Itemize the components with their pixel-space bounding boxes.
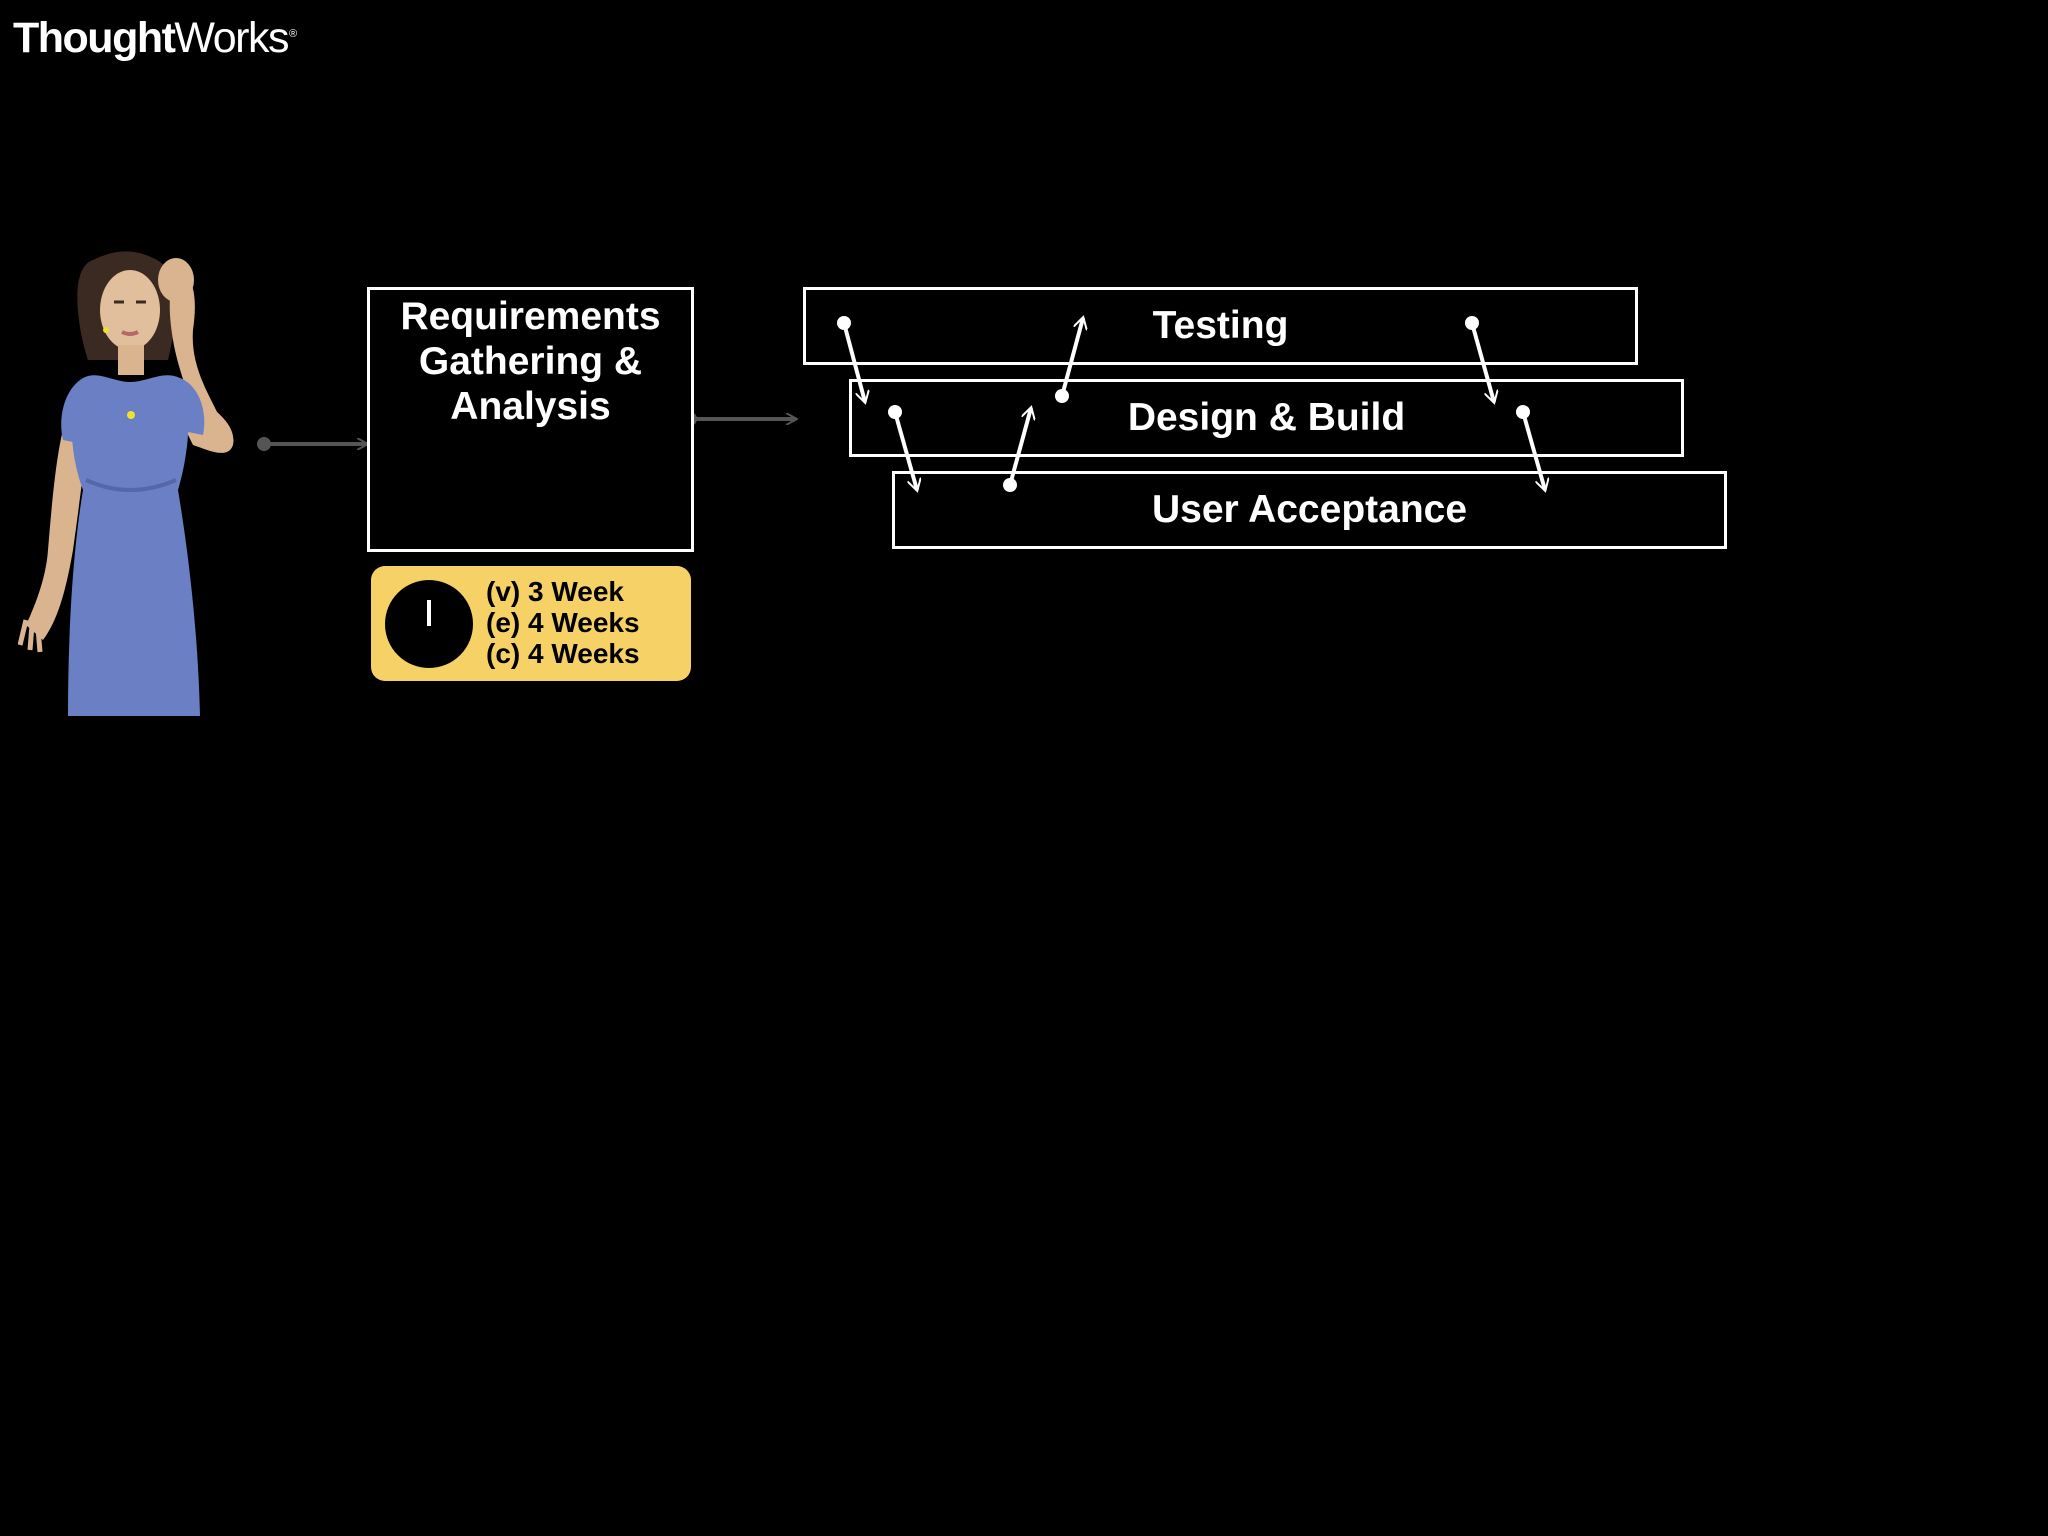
stage-testing: Testing	[803, 287, 1638, 365]
estimate-line: (c) 4 Weeks	[486, 638, 640, 669]
estimate-line: (e) 4 Weeks	[486, 607, 640, 638]
logo-registered-mark: ®	[288, 27, 298, 40]
thoughtworks-logo: ThoughtWorks®	[13, 14, 297, 63]
requirements-line: Gathering &	[418, 340, 643, 383]
requirements-line: Analysis	[450, 385, 611, 428]
stage-design-build-label: Design & Build	[1127, 396, 1406, 439]
stage-design-build: Design & Build	[849, 379, 1684, 457]
person-to-requirements-arrow	[257, 437, 367, 451]
stage-testing-label: Testing	[1152, 304, 1289, 347]
requirements-to-stages-arrow	[683, 412, 796, 426]
estimate-line: (v) 3 Week	[486, 576, 624, 607]
stage-user-acceptance: User Acceptance	[892, 471, 1727, 549]
clock-hand	[427, 600, 431, 626]
logo-bold-text: Thought	[13, 14, 176, 62]
requirements-title: Requirements Gathering & Analysis	[370, 290, 691, 429]
person-illustration	[18, 251, 234, 716]
logo-light-text: Works	[174, 14, 289, 62]
stage-user-acceptance-label: User Acceptance	[1151, 488, 1468, 531]
estimate-list: (v) 3 Week (e) 4 Weeks (c) 4 Weeks	[486, 576, 640, 669]
requirements-box: Requirements Gathering & Analysis	[367, 287, 694, 552]
requirements-line: Requirements	[400, 295, 661, 338]
clock-icon	[385, 580, 473, 668]
estimate-timebox: (v) 3 Week (e) 4 Weeks (c) 4 Weeks	[371, 566, 691, 681]
